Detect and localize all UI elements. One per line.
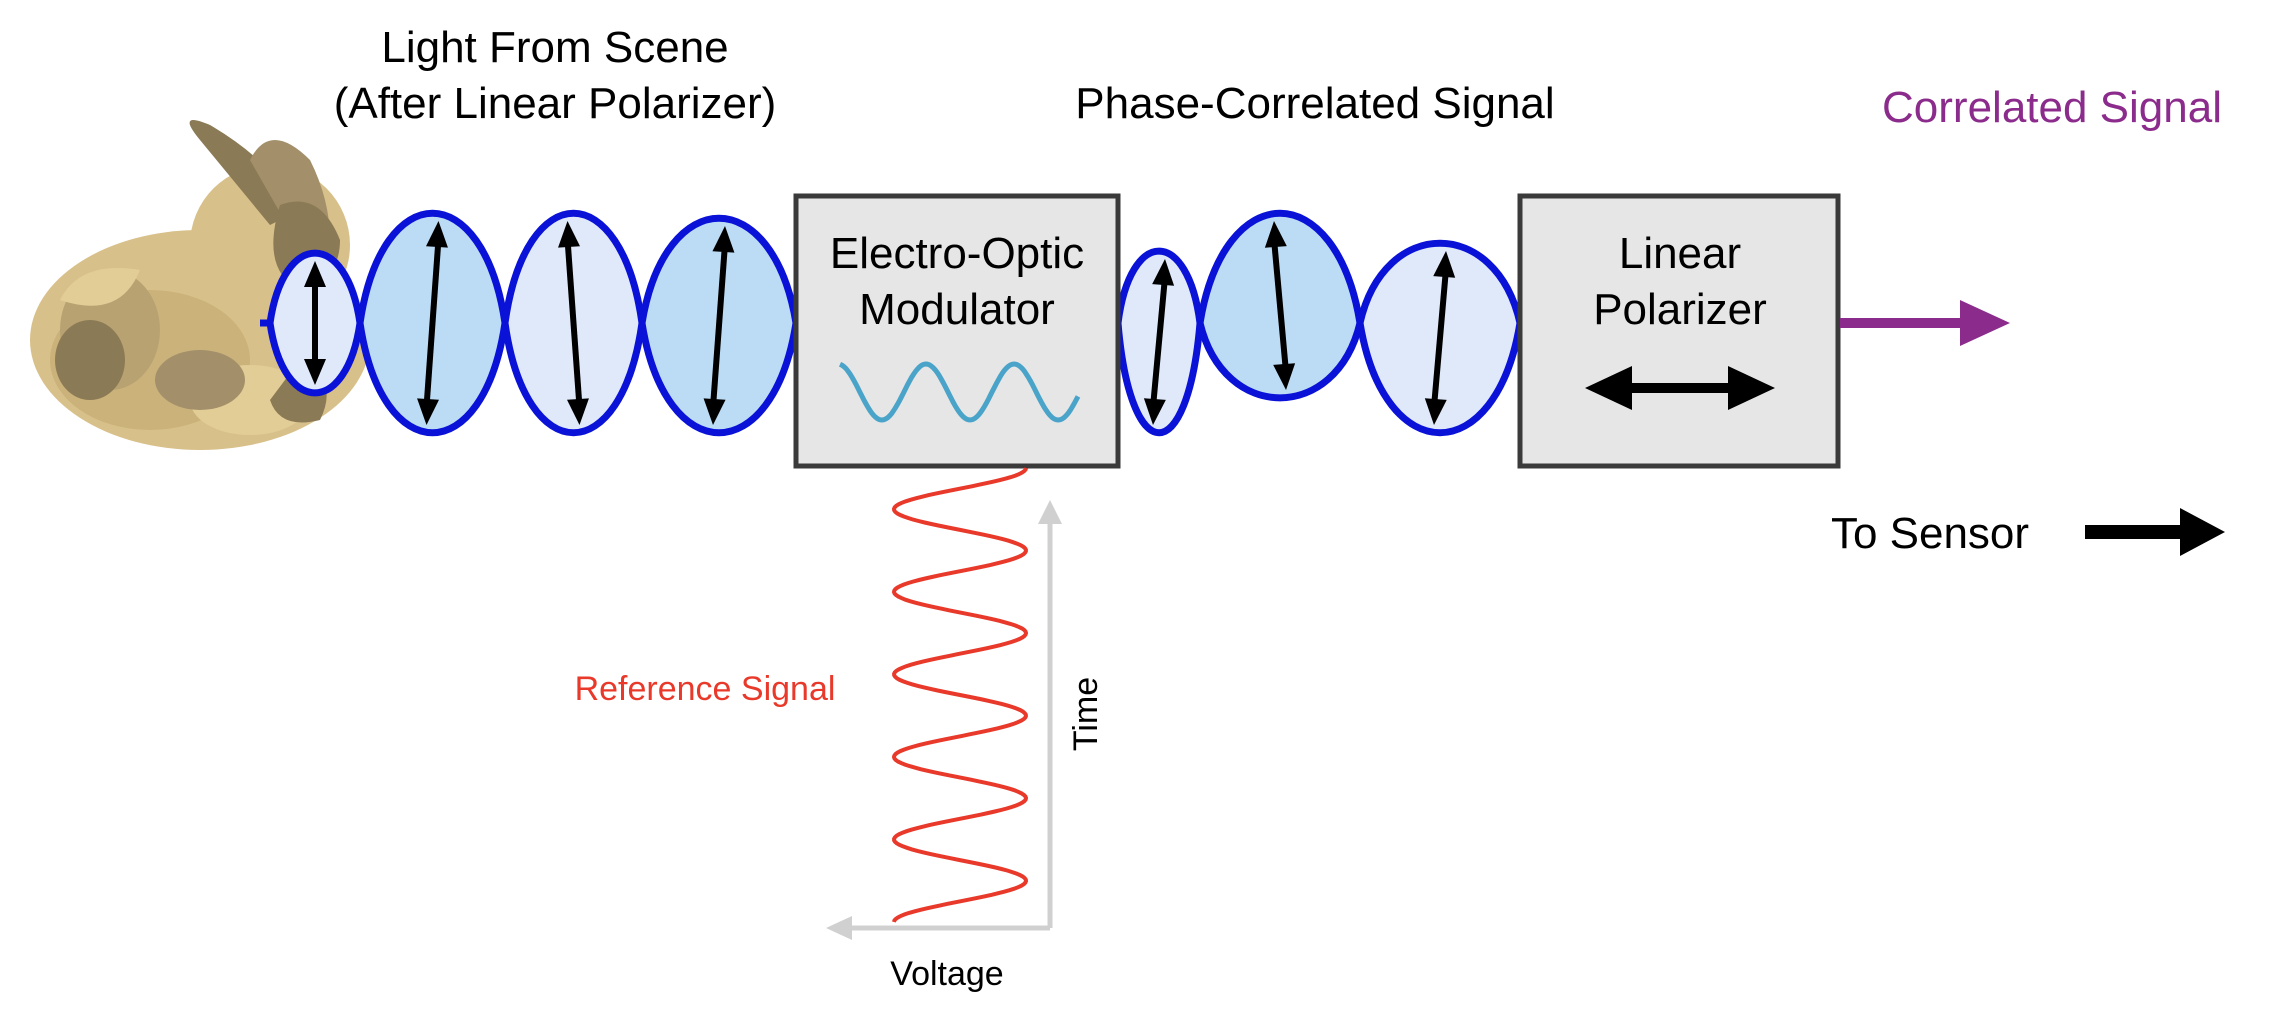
polarizer-box	[1517, 193, 1841, 469]
wave-lobe-bottom	[1196, 322, 1364, 402]
polarization-arrow	[1431, 268, 1449, 408]
modulator-label-line2: Modulator	[859, 285, 1055, 334]
scene-label-line1: Light From Scene	[381, 23, 728, 72]
polarization-arrow	[1271, 238, 1289, 373]
correlated-signal-arrow-icon	[1840, 300, 2010, 346]
polarization-arrowhead	[417, 398, 440, 425]
scene-label-line2: (After Linear Polarizer)	[334, 79, 777, 128]
polarization-arrowhead	[558, 221, 581, 248]
time-axis-label: Time	[1067, 677, 1105, 751]
wave-lobe-top	[638, 214, 800, 324]
polarization-arrowhead	[1143, 398, 1166, 425]
electro-optic-modulator: Electro-Optic Modulator	[793, 193, 1121, 469]
double-arrow-icon	[1585, 366, 1775, 410]
polarization-arrowhead	[1433, 251, 1456, 278]
phase-signal-label: Phase-Correlated Signal	[1075, 79, 1554, 128]
wave-lobe-top	[501, 209, 646, 324]
polarization-arrow	[423, 238, 442, 408]
linear-polarizer: Linear Polarizer	[1517, 193, 1841, 469]
polarization-arrowhead	[712, 226, 735, 253]
modulator-label-line1: Electro-Optic	[830, 229, 1084, 278]
to-sensor-label: To Sensor	[1831, 509, 2029, 558]
wave-lobe-bottom	[501, 322, 646, 437]
polarization-arrowhead	[304, 261, 326, 287]
reference-signal-label: Reference Signal	[575, 670, 836, 708]
polarizer-label-line2: Polarizer	[1593, 285, 1767, 334]
wave-lobe-top	[1196, 210, 1364, 324]
polarization-arrow	[710, 243, 728, 408]
wave-lobe-bottom	[638, 322, 800, 436]
polarization-arrowhead	[1273, 363, 1296, 390]
bunny-icon	[30, 120, 370, 450]
polarization-arrowhead	[703, 398, 726, 425]
polarization-arrowhead	[1264, 221, 1287, 248]
polarization-arrowhead	[304, 359, 326, 385]
wave-lobe-bottom	[356, 322, 509, 437]
polarization-arrowhead	[566, 398, 589, 425]
voltage-axis-label: Voltage	[890, 955, 1003, 993]
reference-axes	[826, 500, 1062, 940]
incoming-light-wave	[260, 209, 800, 437]
correlated-signal-label: Correlated Signal	[1882, 83, 2222, 132]
polarization-arrow	[564, 238, 583, 408]
polarization-arrowhead	[1424, 398, 1447, 425]
wave-lobe-top	[1356, 239, 1524, 324]
wave-lobe-top	[1114, 247, 1204, 324]
polarizer-label-line1: Linear	[1619, 229, 1741, 278]
modulator-sine-icon	[838, 361, 1081, 423]
wave-lobe-top	[356, 209, 509, 324]
polarization-arrowhead	[425, 221, 448, 248]
wave-lobe-bottom	[1114, 322, 1204, 436]
polarization-arrowhead	[1152, 259, 1175, 286]
phase-correlated-wave	[1114, 210, 1524, 436]
modulator-box	[793, 193, 1121, 469]
polarization-arrow	[1150, 276, 1168, 408]
reference-signal-wave	[891, 467, 1029, 923]
wave-lobe-bottom	[1356, 322, 1524, 436]
wave-lobe-bottom	[266, 322, 364, 397]
to-sensor-arrow-icon	[2085, 508, 2225, 556]
wave-lobe-top	[266, 249, 364, 324]
